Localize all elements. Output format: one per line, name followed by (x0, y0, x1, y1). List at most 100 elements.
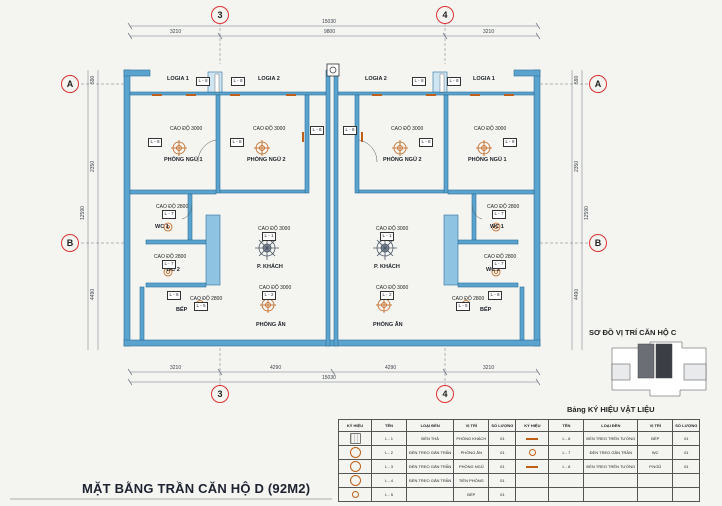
legend-cell: ĐÈN TREO TRÊN TƯỜNG (583, 431, 639, 446)
legend-header-type-2: LOẠI ĐÈN (583, 419, 639, 432)
legend-cell: 01 (488, 459, 517, 474)
legend-header-name: TÊN (371, 419, 407, 432)
ceiling-lamp-icon (349, 475, 361, 486)
room-dining-left: PHÒNG ĂN (256, 322, 286, 328)
door-swings (181, 139, 483, 220)
legend-cell: ĐÈN TREO GẮN TRẦN (405, 473, 455, 488)
ceiling-note-dining-left: CAO ĐỘ 3000 (259, 285, 292, 291)
walls (123, 69, 541, 347)
legend-header-name-2: TÊN (548, 419, 585, 432)
tag-l8-logia-right: L - 8 (447, 77, 462, 86)
room-logia-2-right: LOGIA 2 (365, 76, 387, 82)
ceiling-note-bed2-left: CAO ĐỘ 3000 (253, 126, 286, 132)
legend-cell: TIỀN PHÒNG (453, 473, 490, 488)
legend-cell: PHÒNG NGỦ (453, 459, 490, 474)
axis-column-4-top: 4 (436, 6, 454, 24)
legend-row: L - 1 ĐÈN THẢ PHÒNG KHÁCH 01 L - 6 ĐÈN T… (338, 431, 701, 446)
legend-symbol (338, 445, 372, 460)
dim-right-seg-4: 4490 (574, 288, 580, 300)
dim-bottom-seg-2: 4290 (270, 365, 282, 371)
ceiling-note-kitchen-left: CAO ĐỘ 2800 (190, 296, 223, 302)
dim-top-inner: 9800 (324, 29, 336, 35)
tag-l2-dining-right: L - 2 (380, 291, 395, 300)
room-living-left: P. KHÁCH (257, 264, 283, 270)
axis-row-a-left: A (61, 75, 79, 93)
room-wc-2-left: WC 2 (166, 267, 180, 273)
room-logia-2-left: LOGIA 2 (258, 76, 280, 82)
dim-bottom-total: 15030 (322, 375, 336, 381)
ceiling-note-bed1-right: CAO ĐỘ 3000 (474, 126, 507, 132)
legend-cell (637, 487, 674, 502)
legend-cell: ĐÈN TREO TRÊN TƯỜNG (583, 459, 639, 474)
axis-row-b-right: B (589, 234, 607, 252)
legend-cell: PHÒNG ĂN (453, 445, 490, 460)
legend-header-location: VỊ TRÍ (453, 419, 490, 432)
legend-cell: 01 (672, 431, 701, 446)
tag-l8-corridor-left: L - 8 (310, 126, 325, 135)
legend-cell: L - 7 (548, 445, 585, 460)
dim-bottom-seg-3: 4290 (385, 365, 397, 371)
legend-header-qty-2: SỐ LƯỢNG (672, 419, 701, 432)
legend-cell (637, 473, 674, 488)
tag-l5-kitchen-left: L - 5 (194, 302, 209, 311)
legend-symbol (515, 445, 550, 460)
spot-lamp-icon (528, 449, 536, 456)
legend-row: L - 3 ĐÈN TREO GẮN TRẦN PHÒNG NGỦ 01 L -… (338, 459, 701, 474)
legend-cell: BẾP (637, 431, 674, 446)
room-wc-2-right: WC 2 (486, 267, 500, 273)
drawing-title: MẶT BẰNG TRẦN CĂN HỘ D (92M2) (82, 481, 311, 496)
legend-symbol (515, 473, 550, 488)
tag-l8-bed1-right: L - 8 (503, 138, 518, 147)
tag-l8-bed1-left: L - 8 (148, 138, 163, 147)
legend-cell (548, 473, 585, 488)
dim-left-seg-1: 590 (90, 75, 96, 84)
ceiling-note-wc2-right: CAO ĐỘ 2800 (484, 254, 517, 260)
living-chandeliers (255, 236, 397, 260)
legend-header-row: KÝ HIỆU TÊN LOẠI ĐÈN VỊ TRÍ SỐ LƯỢNG KÝ … (338, 419, 701, 432)
legend-cell: L - 3 (371, 459, 407, 474)
dim-bottom-seg-1: 3210 (170, 365, 182, 371)
ceiling-lamp-icon (349, 461, 361, 472)
tag-l1-living-right: L - 1 (380, 232, 395, 241)
tag-l6-kitchen-left: L - 6 (167, 291, 182, 300)
legend-header-qty: SỐ LƯỢNG (488, 419, 517, 432)
spot-lamp-icon (351, 491, 359, 498)
wall-lamp-icon (526, 437, 539, 440)
ceiling-note-kitchen-right: CAO ĐỘ 2800 (452, 296, 485, 302)
tag-l7-wc2-right: L - 7 (492, 260, 507, 269)
dimension-ticks (127, 22, 541, 386)
wall-lamp-icon (526, 465, 539, 468)
tag-l6-kitchen-right: L - 6 (488, 291, 503, 300)
tag-l1-living-left: L - 1 (262, 232, 277, 241)
axis-row-a-right: A (589, 75, 607, 93)
room-living-right: P. KHÁCH (374, 264, 400, 270)
legend-cell: L - 1 (371, 431, 407, 446)
legend-cell: ĐÈN TREO GẮN TRẦN (405, 445, 455, 460)
dim-left-seg-2: 2350 (90, 160, 96, 172)
axis-column-3-top: 3 (211, 6, 229, 24)
vent-grilles (214, 73, 445, 93)
room-logia-1-left: LOGIA 1 (167, 76, 189, 82)
room-wc-1-left: WC 1 (155, 224, 169, 230)
legend-row: L - 2 ĐÈN TREO GẮN TRẦN PHÒNG ĂN 01 L - … (338, 445, 701, 460)
chandelier-icon (349, 433, 361, 444)
dimension-lines (76, 18, 592, 392)
room-logia-1-right: LOGIA 1 (473, 76, 495, 82)
ceiling-note-living-right: CAO ĐỘ 3000 (376, 226, 409, 232)
legend-cell: L - 4 (371, 473, 407, 488)
room-kitchen-right: BẾP (480, 307, 492, 313)
ceiling-note-wc1-right: CAO ĐỘ 2800 (487, 204, 520, 210)
dim-left-total: 12590 (80, 206, 86, 220)
legend-symbol (338, 487, 372, 502)
location-mini-plan (611, 341, 707, 397)
legend-cell: 01 (672, 445, 701, 460)
room-bedroom-1-right: PHÒNG NGỦ 1 (468, 157, 507, 163)
room-dining-right: PHÒNG ĂN (373, 322, 403, 328)
legend-cell (583, 487, 639, 502)
dim-right-total: 12590 (584, 206, 590, 220)
dim-left-seg-4: 4490 (90, 288, 96, 300)
axis-column-4-bottom: 4 (436, 385, 454, 403)
legend-cell: BẾP (453, 487, 490, 502)
tag-l8-logia2-right: L - 8 (412, 77, 427, 86)
